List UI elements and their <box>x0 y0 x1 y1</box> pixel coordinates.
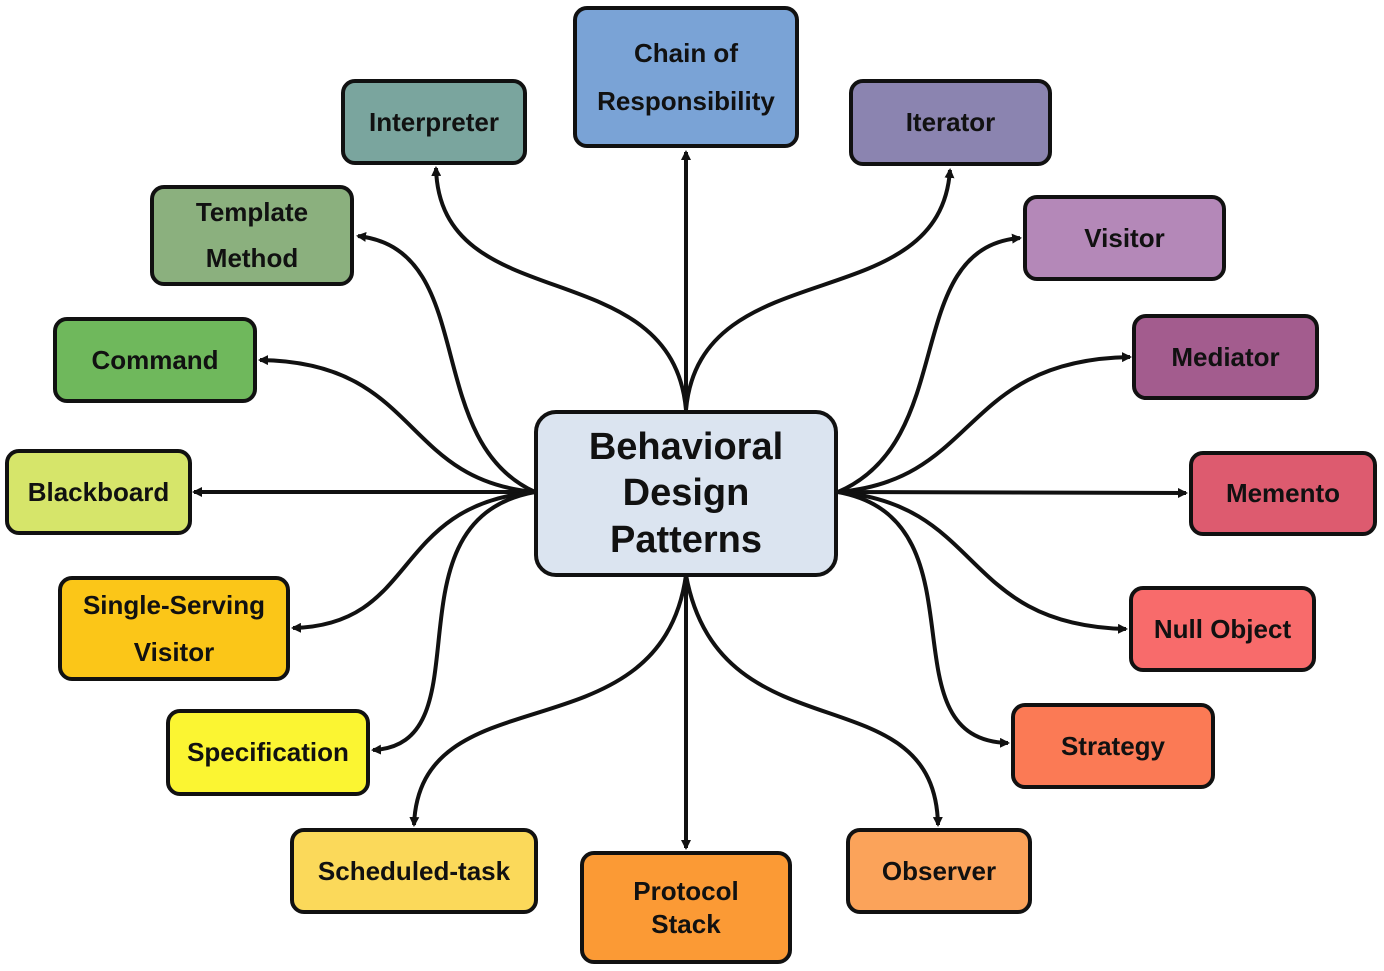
node-observer: Observer <box>846 828 1032 914</box>
node-blackboard: Blackboard <box>5 449 192 535</box>
node-label: Strategy <box>1060 730 1166 761</box>
node-template-method: Template Method <box>150 185 354 286</box>
arrow-to-strategy <box>837 490 1010 748</box>
node-mediator: Mediator <box>1132 314 1319 400</box>
node-label: Method <box>205 242 299 273</box>
arrow-to-memento <box>837 487 1188 498</box>
arrow-to-interpreter <box>431 166 688 411</box>
node-label: Command <box>91 344 219 375</box>
node-label: Blackboard <box>27 476 170 507</box>
node-command: Command <box>53 317 257 403</box>
arrow-to-mediator <box>837 352 1132 494</box>
node-label: Observer <box>881 855 997 886</box>
node-memento: Memento <box>1189 451 1377 536</box>
node-label: Stack <box>651 908 721 939</box>
center-title-line3: Patterns <box>609 518 763 561</box>
node-label: Mediator <box>1171 341 1280 372</box>
node-interpreter: Interpreter <box>341 79 527 165</box>
node-label: Template <box>195 197 309 227</box>
node-label: Visitor <box>133 636 215 667</box>
arrow-to-single-serving-visitor <box>291 490 536 633</box>
node-label: Chain of <box>633 37 738 68</box>
node-label: Specification <box>187 737 349 768</box>
node-single-serving-visitor: Single-Serving Visitor <box>58 576 290 681</box>
node-chain-of-responsibility: Chain of Responsibility <box>573 6 799 148</box>
arrow-to-command <box>258 355 536 494</box>
center-title-line2: Design <box>622 472 750 515</box>
node-label: Protocol <box>633 876 739 906</box>
arrow-to-observer <box>684 574 943 827</box>
center-title-line1: Behavioral <box>588 425 784 468</box>
arrow-to-iterator <box>684 168 955 411</box>
center-node: Behavioral Design Patterns <box>534 410 838 577</box>
node-null-object: Null Object <box>1129 586 1316 672</box>
arrow-to-visitor <box>837 233 1022 494</box>
node-label: Memento <box>1225 478 1341 509</box>
arrow-to-specification <box>371 490 536 755</box>
node-protocol-stack: Protocol Stack <box>580 851 792 964</box>
node-label: Iterator <box>905 107 996 138</box>
node-label: Null Object <box>1153 613 1292 644</box>
arrow-to-null-object <box>837 490 1128 634</box>
node-strategy: Strategy <box>1011 703 1215 789</box>
node-label: Interpreter <box>368 106 500 137</box>
node-label: Visitor <box>1084 222 1165 253</box>
node-scheduled-task: Scheduled-task <box>290 828 538 914</box>
arrow-to-template-method <box>356 231 536 494</box>
node-specification: Specification <box>166 709 370 796</box>
node-label: Scheduled-task <box>317 855 511 886</box>
node-label: Responsibility <box>597 86 775 116</box>
node-iterator: Iterator <box>849 79 1052 166</box>
arrow-to-scheduled-task <box>409 574 688 827</box>
node-label: Single-Serving <box>82 589 266 620</box>
node-visitor: Visitor <box>1023 195 1226 281</box>
